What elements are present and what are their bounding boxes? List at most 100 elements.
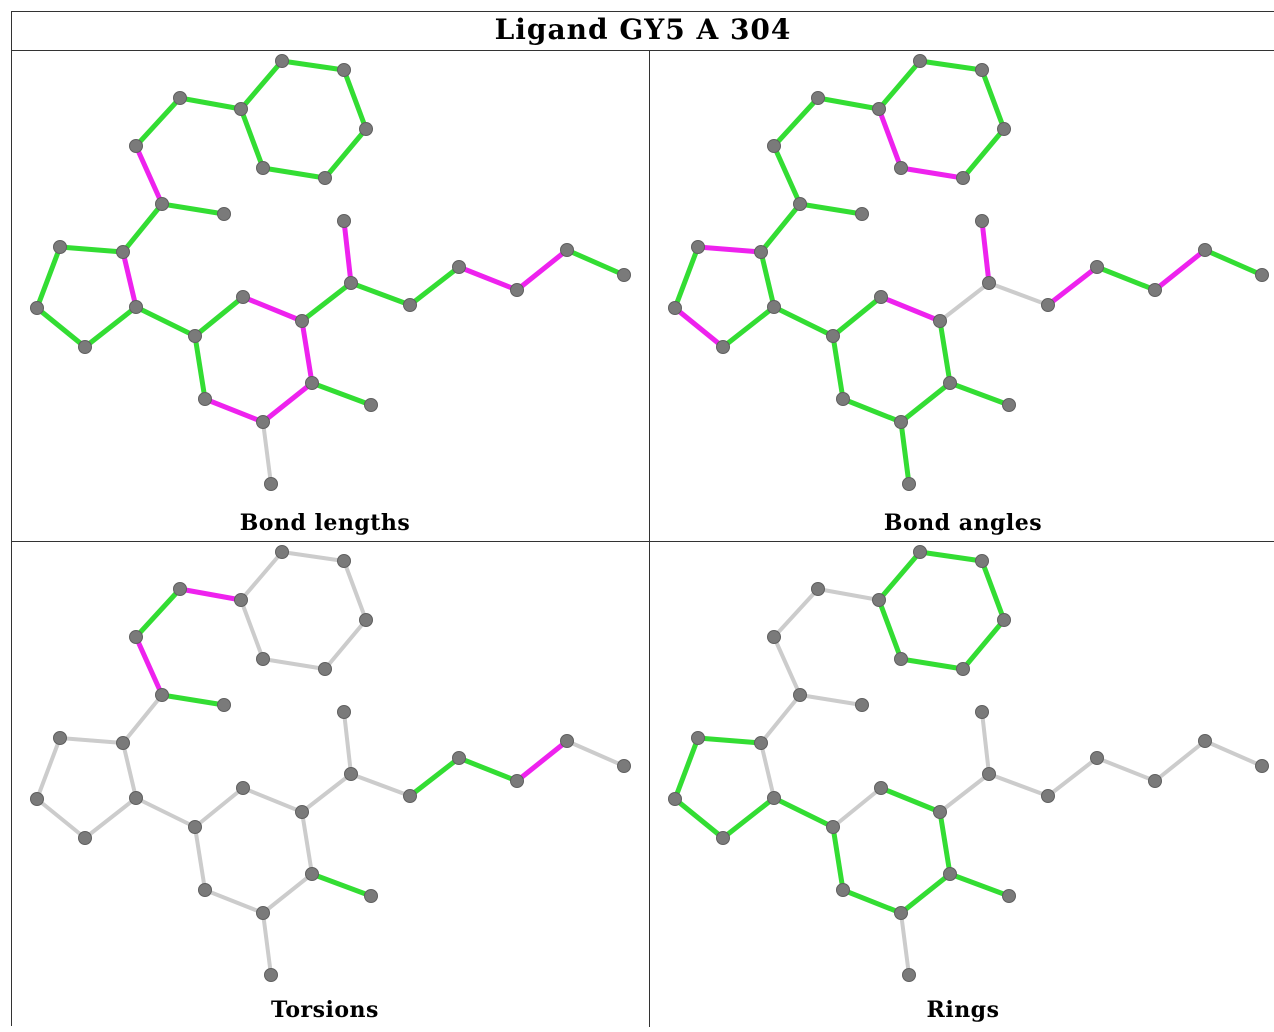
bond-30 [1152,247,1208,293]
bond-24 [261,420,273,486]
atom-17 [933,805,947,819]
bond-13 [34,305,88,350]
bond-26 [342,710,353,776]
bond-16 [134,796,197,829]
bond-31 [1202,247,1265,278]
atom-5 [872,102,886,116]
bond-28 [407,755,462,799]
bond-6 [177,586,244,603]
bond-30 [514,247,570,293]
atom-21 [902,968,916,982]
bond-27 [987,281,1050,307]
panel-label-torsions: Torsions [271,997,379,1023]
atom-20 [198,883,212,897]
bond-3 [898,165,966,181]
bond-20 [898,871,953,916]
bond-2 [960,126,1007,181]
atom-10 [116,736,130,750]
atom-28 [560,243,574,257]
bond-0 [917,58,985,73]
bond-11 [120,249,139,310]
atom-12 [716,340,730,354]
atom-7 [129,630,143,644]
atom-1 [337,63,351,77]
atom-28 [1198,243,1212,257]
bond-25 [938,772,991,814]
bond-2 [323,618,368,671]
atom-8 [793,688,807,702]
atom-21 [902,477,916,491]
bond-22 [193,825,207,892]
panel-bond-lengths: Bond lengths [12,51,638,541]
atom-20 [836,883,850,897]
atom-5 [234,102,248,116]
bond-0 [280,550,346,563]
panel-label-rings: Rings [926,997,1000,1023]
atom-23 [344,767,358,781]
atom-19 [256,415,270,429]
atom-19 [256,906,270,920]
atom-8 [793,197,807,211]
atom-18 [943,867,957,881]
bond-13 [672,305,726,350]
bond-28 [1046,756,1099,798]
bond-26 [341,218,354,286]
atom-10 [754,245,768,259]
atom-29 [1255,268,1269,282]
bond-14 [672,735,701,802]
atom-5 [234,593,248,607]
atom-21 [264,968,278,982]
atom-7 [767,139,781,153]
bond-17 [193,786,245,829]
bond-2 [960,617,1007,672]
bond-22 [192,333,208,402]
atom-11 [129,791,143,805]
atom-0 [275,545,289,559]
atom-23 [982,767,996,781]
atom-4 [256,652,270,666]
bond-8 [133,143,165,207]
bond-17 [192,294,246,339]
atom-24 [337,214,351,228]
atom-24 [975,705,989,719]
bond-6 [816,587,881,602]
atom-7 [129,139,143,153]
bond-9 [798,693,864,707]
atom-19 [894,906,908,920]
bond-7 [771,95,821,149]
bond-30 [1153,739,1207,783]
atom-1 [975,63,989,77]
bond-23 [309,871,374,899]
atom-9 [217,698,231,712]
bond-5 [876,549,923,603]
atom-29 [1255,759,1269,773]
atom-4 [894,652,908,666]
atom-24 [975,214,989,228]
atom-3 [956,662,970,676]
bond-18 [878,785,943,815]
bond-23 [309,380,374,408]
atom-26 [1090,751,1104,765]
atom-14 [53,731,67,745]
molecule-rings [668,545,1269,982]
atom-3 [318,171,332,185]
bond-5 [239,550,284,602]
atom-16 [874,781,888,795]
bond-24 [899,911,911,977]
atom-22 [1002,889,1016,903]
bond-6 [177,95,244,112]
bond-11 [758,249,777,310]
vertical-divider [649,51,650,1027]
bond-25 [300,772,353,814]
atom-3 [956,171,970,185]
bond-27 [987,772,1050,798]
atom-0 [913,545,927,559]
bond-24 [261,911,273,977]
molecule-bond-angles [668,54,1269,491]
bond-20 [898,380,953,425]
bond-12 [720,795,777,841]
bond-29 [1095,756,1157,783]
atom-28 [560,734,574,748]
bond-11 [121,741,138,800]
bond-14 [672,244,701,311]
